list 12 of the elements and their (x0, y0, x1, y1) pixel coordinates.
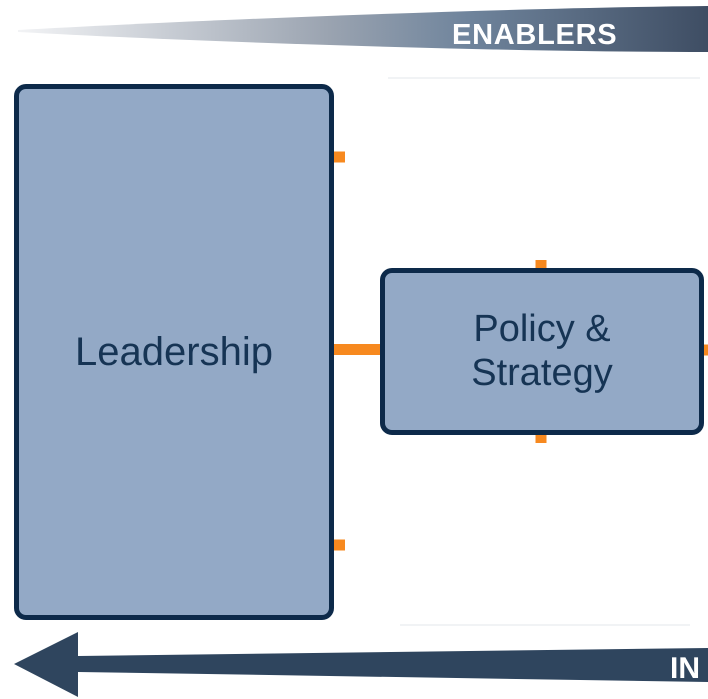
banner-label: ENABLERS (452, 18, 618, 53)
connector (536, 435, 546, 443)
arrow-label: IN (670, 651, 700, 687)
box-label: Leadership (75, 329, 273, 376)
connector (536, 260, 546, 268)
connector (704, 344, 708, 356)
connector (334, 152, 345, 162)
process-box (380, 268, 704, 435)
process-box (14, 84, 334, 620)
connector (334, 344, 380, 355)
box-label: Policy & Strategy (470, 308, 614, 396)
connector (334, 540, 345, 550)
